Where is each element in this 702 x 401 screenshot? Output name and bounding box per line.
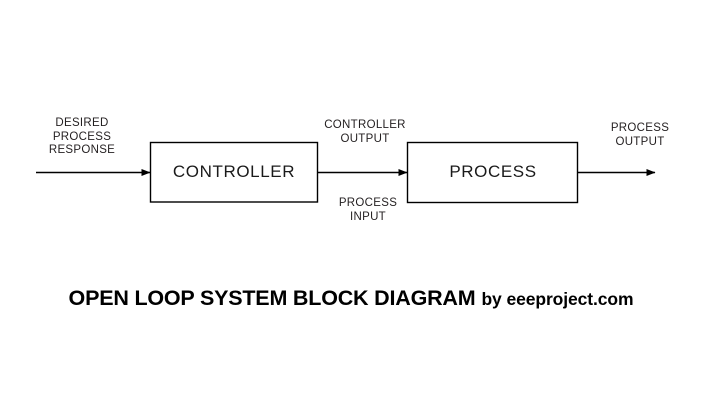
caption-credit: by eeeproject.com	[481, 289, 634, 309]
process-block-rect	[406, 141, 579, 204]
signal-label-input: DESIRED PROCESS RESPONSE	[48, 117, 116, 156]
signal-label-process-input: PROCESS INPUT	[338, 197, 398, 223]
signal-label-process-output: PROCESS OUTPUT	[610, 122, 670, 148]
process-block-label: PROCESS	[449, 162, 537, 181]
controller-block-label: CONTROLLER	[172, 162, 296, 181]
signal-label-controller-output: CONTROLLER OUTPUT	[324, 119, 406, 145]
caption-title: OPEN LOOP SYSTEM BLOCK DIAGRAM	[68, 286, 476, 310]
